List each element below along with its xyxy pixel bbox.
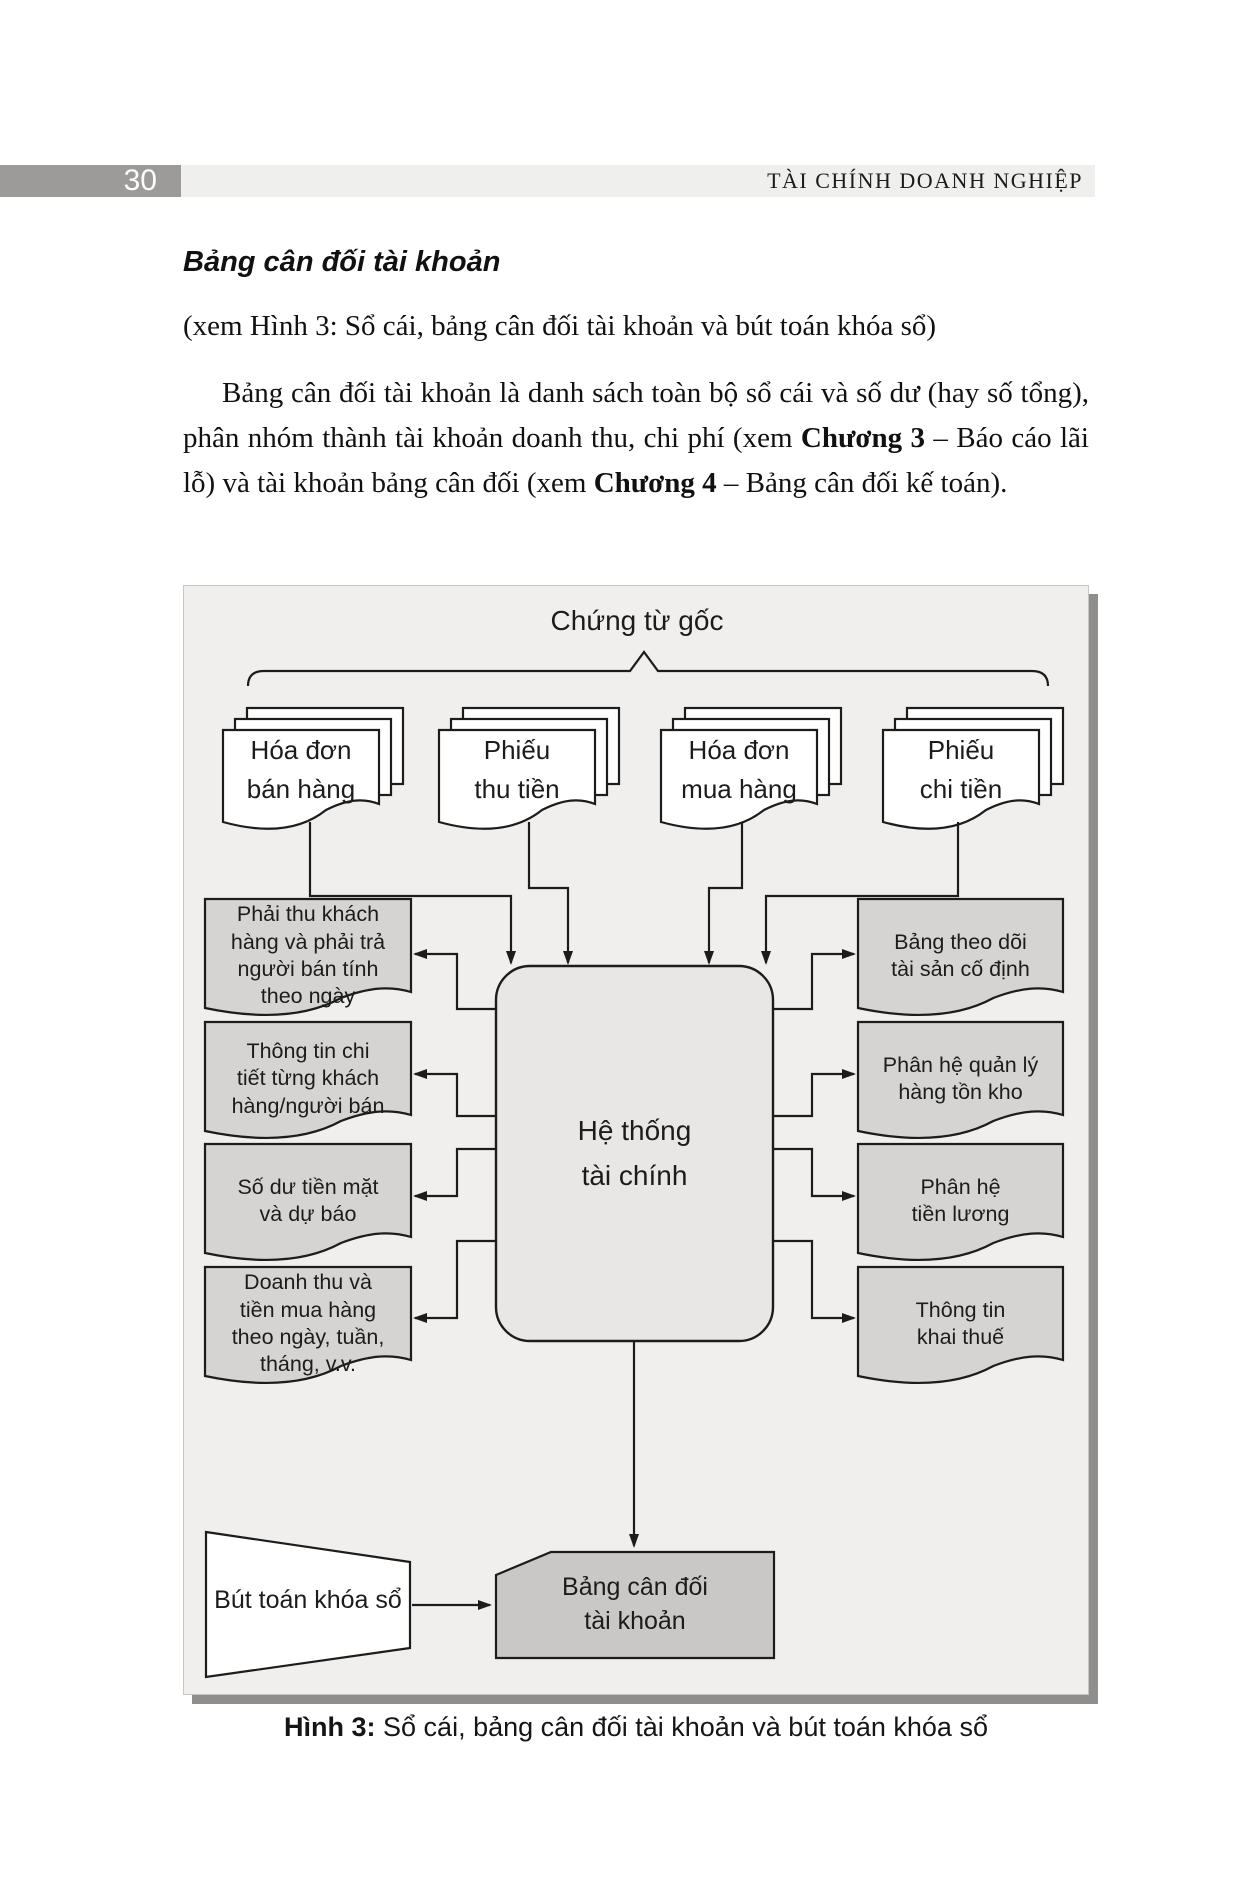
figure-caption-text: Sổ cái, bảng cân đối tài khoản và bút to… <box>375 1712 988 1742</box>
connector-arrow <box>773 1239 856 1323</box>
source-doc-cash-receipt: Phiếu thu tiền <box>474 735 560 804</box>
output-tax-info: Thông tin khai thuế <box>915 1297 1006 1349</box>
running-header: 30 TÀI CHÍNH DOANH NGHIỆP <box>0 165 1095 197</box>
page-number: 30 <box>0 165 181 197</box>
source-doc-purchase-invoice: Hóa đơn mua hàng <box>681 735 797 804</box>
chapter-3-ref: Chương 3 <box>800 422 925 454</box>
trial-balance-shape <box>494 1550 776 1660</box>
running-title: TÀI CHÍNH DOANH NGHIỆP <box>767 168 1083 193</box>
trial-balance-label: Bảng cân đối tài khoản <box>562 1573 708 1635</box>
closing-entry-label: Bút toán khóa sổ <box>214 1586 402 1614</box>
output-payroll-module: Phân hệ tiền lương <box>911 1174 1010 1226</box>
figure-caption-label: Hình 3: <box>284 1712 376 1742</box>
document-stack-front <box>659 728 819 830</box>
running-title-strip: TÀI CHÍNH DOANH NGHIỆP <box>181 165 1095 197</box>
output-box-shape <box>856 897 1065 1016</box>
source-doc-payment-voucher: Phiếu chi tiền <box>919 735 1003 804</box>
paragraph-lead: Bảng cân đối tài khoản là danh sách toàn… <box>183 377 1089 454</box>
figure-caption: Hình 3: Sổ cái, bảng cân đối tài khoản v… <box>183 1712 1089 1743</box>
paragraph-tail: – Bảng cân đối kế toán). <box>716 467 1008 499</box>
connector-arrow <box>413 1147 496 1201</box>
document-stack-front <box>437 728 597 830</box>
output-box-shape <box>203 1020 413 1139</box>
output-box-shape <box>203 1142 413 1261</box>
output-inventory-module: Phân hệ quản lý hàng tồn kho <box>882 1052 1039 1104</box>
output-box-shape <box>856 1020 1065 1139</box>
financial-system-label: Hệ thống tài chính <box>577 1114 692 1191</box>
connector-arrow <box>413 949 496 1011</box>
output-box-shape <box>856 1142 1065 1261</box>
output-box-shape <box>203 897 413 1016</box>
output-box-shape <box>856 1265 1065 1384</box>
output-customer-detail: Thông tin chi tiết từng khách hàng/người… <box>231 1039 385 1118</box>
output-receivables-payables: Phải thu khách hàng và phải trả người bá… <box>230 902 386 1009</box>
document-stack-front <box>881 728 1041 830</box>
connector-arrow <box>413 1069 496 1118</box>
output-revenue-purchases: Doanh thu và tiền mua hàng theo ngày, tu… <box>231 1270 385 1377</box>
document-stack-front <box>221 728 381 830</box>
output-fixed-assets: Bảng theo dõi tài sản cố định <box>891 929 1030 981</box>
output-box-shape <box>203 1265 413 1384</box>
connector-arrow <box>704 822 744 965</box>
diagram-title: Chứng từ gốc <box>550 605 724 637</box>
connector-arrow <box>761 822 960 965</box>
closing-entry-shape <box>204 1530 412 1679</box>
body-paragraph: Bảng cân đối tài khoản là danh sách toàn… <box>183 371 1089 506</box>
connector-arrow <box>773 1069 856 1118</box>
figure-reference-line: (xem Hình 3: Sổ cái, bảng cân đối tài kh… <box>183 310 937 342</box>
brace-shape <box>246 650 1050 687</box>
connector-arrow <box>527 822 573 965</box>
source-doc-sales-invoice: Hóa đơn bán hàng <box>246 735 356 804</box>
connector-arrow <box>773 949 856 1011</box>
chapter-4-ref: Chương 4 <box>593 467 717 499</box>
connector-arrow <box>773 1147 856 1201</box>
output-cash-balance: Số dư tiền mặt và dự báo <box>237 1174 379 1226</box>
connector-arrow <box>413 1239 496 1323</box>
diagram-canvas <box>203 650 1065 1679</box>
section-heading: Bảng cân đối tài khoản <box>183 246 501 278</box>
paragraph-mid: – Báo cáo lãi lỗ) và tài khoản bảng cân … <box>183 422 1089 499</box>
connector-arrow <box>308 822 516 965</box>
